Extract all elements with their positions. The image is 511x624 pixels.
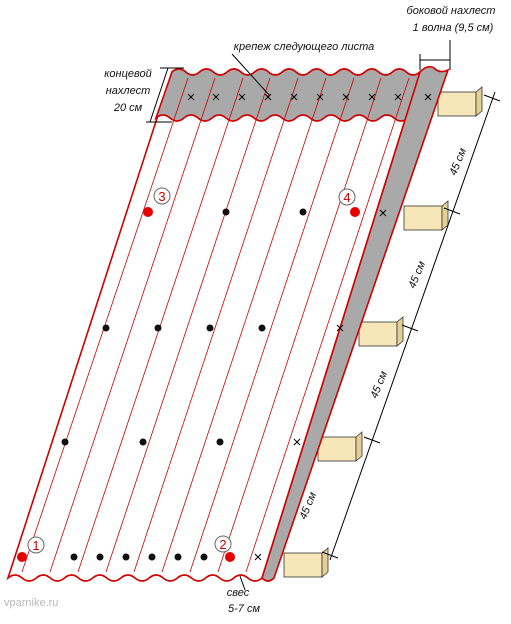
fastener-2-number: 2 (219, 537, 226, 552)
fastener-dot (222, 208, 230, 216)
fastener-cross (238, 93, 246, 101)
spacing-label-2: 45 см (406, 259, 428, 290)
fastener-3-badge (153, 187, 171, 205)
fastener-cross (394, 93, 402, 101)
fastener-cross (254, 553, 262, 561)
fastener-3-dot (143, 207, 153, 217)
fastener-3-number: 3 (158, 189, 165, 204)
batten-side (475, 86, 483, 117)
batten-side (321, 547, 329, 578)
fastener-cross (212, 93, 220, 101)
fastener-dot (122, 553, 130, 561)
wave-crest-lines (21, 77, 410, 573)
watermark: vparnike.ru (4, 597, 58, 609)
battens (283, 86, 483, 578)
batten-side (355, 431, 363, 462)
fastener-dot (154, 324, 162, 332)
fastener-cross (264, 93, 272, 101)
fastener-dot (299, 208, 307, 216)
fastener-cross-marks (187, 93, 432, 561)
spacing-label-3: 45 см (368, 369, 390, 400)
numbered-fastener-2: 2 (214, 535, 235, 562)
numbered-fastener-1: 1 (17, 536, 45, 562)
wave-crest-line (217, 77, 382, 573)
dimension-lines (146, 40, 501, 591)
wave-crest-line (161, 77, 327, 573)
end-overlap-label-2: нахлест (106, 85, 151, 97)
side-overlap-label-2: 1 волна (9,5 см) (413, 22, 494, 34)
fastener-cross (424, 93, 432, 101)
eave-label-1: свес (227, 587, 250, 599)
fastener-2-badge (214, 535, 232, 553)
fastener-dot (200, 553, 208, 561)
fastener-cross (187, 93, 195, 101)
fastener-dot (258, 324, 266, 332)
fastener-cross (316, 93, 324, 101)
end-overlap-strip (154, 68, 422, 122)
numbered-fastener-3: 3 (143, 187, 171, 217)
side-overlap-strip (261, 65, 450, 582)
fastener-4-dot (350, 207, 360, 217)
wave-crest-line (245, 77, 410, 573)
batten (437, 91, 477, 117)
spacing-dim-tick (321, 551, 339, 559)
eave-leader (239, 575, 246, 591)
fastener-dot (70, 553, 78, 561)
fastener-dot (61, 438, 69, 446)
spacing-dim-tick (363, 436, 381, 444)
wave-crest-line (77, 77, 244, 573)
end-overlap-label-3: 20 см (113, 102, 143, 114)
spacing-dim-tick (483, 94, 501, 102)
fastener-cross (342, 93, 350, 101)
fasteners (61, 208, 307, 561)
spacing-dim-line (329, 91, 496, 561)
batten (317, 436, 357, 462)
fastener-2-dot (225, 552, 235, 562)
eave-label-2: 5-7 см (228, 603, 260, 615)
fastener-dot (148, 553, 156, 561)
batten (358, 321, 398, 347)
batten-side (396, 316, 404, 347)
fastener-dot (139, 438, 147, 446)
wave-crest-line (105, 77, 271, 573)
fastener-1-badge (27, 536, 45, 554)
next-sheet-fastener-leader (231, 53, 271, 97)
fastener-dot (96, 553, 104, 561)
spacing-label-1: 45 см (447, 146, 469, 177)
fastener-dot (206, 324, 214, 332)
end-overlap-dim (149, 67, 169, 123)
fastener-dot (174, 553, 182, 561)
batten (403, 205, 443, 231)
next-sheet-fastener-label: крепеж следующего листа (234, 41, 374, 53)
spacing-dim-tick (401, 324, 419, 332)
fastener-cross (379, 209, 387, 217)
numbered-fastener-4: 4 (338, 188, 360, 217)
fastener-1-number: 1 (32, 538, 39, 553)
fastener-4-number: 4 (343, 190, 350, 205)
fastener-1-dot (17, 552, 27, 562)
fastener-cross (290, 93, 298, 101)
spacing-dim-tick (443, 207, 461, 215)
fastener-cross (293, 438, 301, 446)
batten-side (441, 200, 449, 231)
fastener-cross (336, 324, 344, 332)
fastener-dot (102, 324, 110, 332)
fastener-dot (216, 438, 224, 446)
fastener-cross (368, 93, 376, 101)
fastener-4-badge (338, 188, 356, 206)
wave-crest-line (189, 77, 355, 573)
end-overlap-label-1: концевой (104, 68, 152, 80)
wave-crest-line (49, 77, 216, 573)
wave-crest-line (133, 77, 299, 573)
side-overlap-label-1: боковой нахлест (407, 5, 496, 17)
batten (283, 552, 323, 578)
